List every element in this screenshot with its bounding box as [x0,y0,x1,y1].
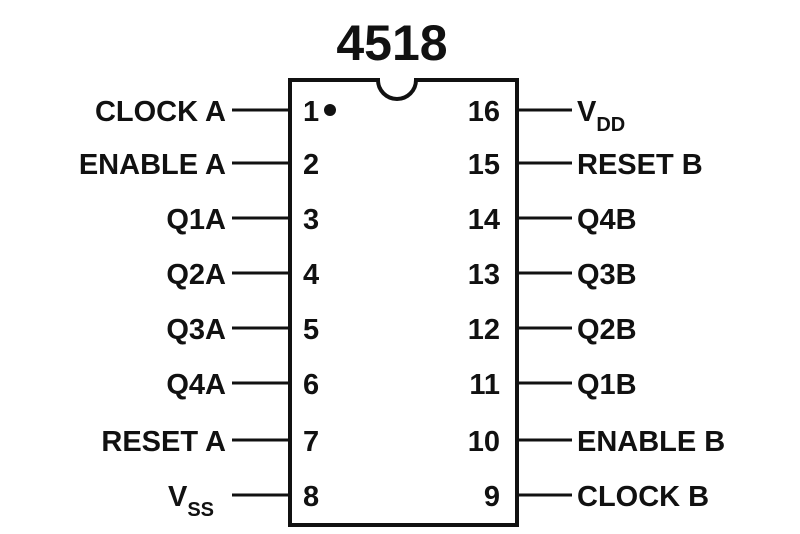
pin-label-text: RESET B [577,149,703,181]
pin-number: 13 [468,259,500,291]
pin-number: 10 [468,426,500,458]
pin-number: 9 [484,481,500,513]
pin-label-text: Q4A [166,369,226,401]
pin-label-text: ENABLE B [577,426,725,458]
pin-label-text: CLOCK A [95,96,226,128]
pin-label-text: V [168,481,188,513]
pin-number: 12 [468,314,500,346]
pin-number: 11 [469,369,500,401]
pin-label-text: Q2A [166,259,226,291]
pin-label: Q1B [577,369,637,401]
pin-number: 16 [468,96,500,128]
pin-label: RESET B [577,149,703,181]
pin-label: Q3A [166,314,226,346]
pin-label: Q3B [577,259,637,291]
pin-number: 6 [303,369,319,401]
pin-label-subscript: SS [187,499,214,521]
pin-label: Q2A [166,259,226,291]
pin-label: RESET A [101,426,226,458]
pin-number: 8 [303,481,319,513]
pin-label: Q2B [577,314,637,346]
pin-label-text: Q3A [166,314,226,346]
pin-label-subscript: DD [596,114,625,136]
pin-number: 4 [303,259,319,291]
pin-number: 7 [303,426,319,458]
pin-label: CLOCK A [95,96,226,128]
pin-number: 5 [303,314,319,346]
pin-label-text: Q4B [577,204,637,236]
pin-label-text: ENABLE A [79,149,226,181]
pin-label: Q4A [166,369,226,401]
pin-label-text: V [577,96,597,128]
pin-number: 14 [468,204,500,236]
chip-title: 4518 [336,15,447,71]
pin-number: 1 [303,96,319,128]
pins: 1 CLOCK A 2 ENABLE A 3 Q1A 4 Q2A 5 Q3A 6 Q4A 7 RESET … [79,96,725,521]
pin-number: 2 [303,149,319,181]
pin-label-text: Q1A [166,204,226,236]
pin-label-text: Q1B [577,369,637,401]
pin-label: ENABLE A [79,149,226,181]
pin-label-text: Q3B [577,259,637,291]
pin-label-text: Q2B [577,314,637,346]
pin-label: Q1A [166,204,226,236]
pin1-marker-dot [324,104,336,116]
pin-label: ENABLE B [577,426,725,458]
pin-number: 3 [303,204,319,236]
pin-label-text: CLOCK B [577,481,709,513]
pin-label: Q4B [577,204,637,236]
pin-label: VSS [168,481,214,521]
chip-body [288,78,519,527]
pin-number: 15 [468,149,500,181]
pin-label-text: RESET A [101,426,226,458]
pin-label: CLOCK B [577,481,709,513]
pin-label: VDD [577,96,625,136]
